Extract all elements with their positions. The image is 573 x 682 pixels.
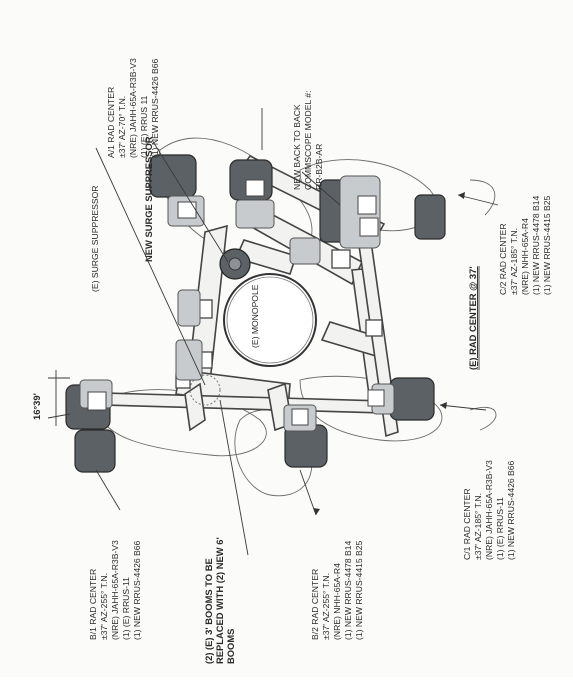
svg-text:(1) NEW RRUS-4426 B66: (1) NEW RRUS-4426 B66 xyxy=(132,540,142,640)
note-sector-b2: B/2 RAD CENTER ±37' AZ-255° T.N. (NRE) N… xyxy=(310,540,364,640)
leader-lines xyxy=(95,108,499,556)
sector-c1-antennas xyxy=(367,377,435,421)
svg-text:C/2 RAD CENTER: C/2 RAD CENTER xyxy=(498,223,508,295)
note-sector-a1: A/1 RAD CENTER ±37' AZ-70° T.N. (NRE) JA… xyxy=(106,58,160,158)
svg-text:(1) NEW RRUS-4415 B25: (1) NEW RRUS-4415 B25 xyxy=(354,540,364,640)
svg-text:REPLACED WITH (2) NEW 6': REPLACED WITH (2) NEW 6' xyxy=(214,537,225,664)
monopole-label: (E) MONOPOLE xyxy=(250,284,260,348)
antenna-a1-1 xyxy=(149,154,197,198)
svg-text:COMMSCOPE MODEL #:: COMMSCOPE MODEL #: xyxy=(303,91,313,190)
svg-text:C/1 RAD CENTER: C/1 RAD CENTER xyxy=(462,488,472,560)
svg-text:(NRE) JAHH-65A-R3B-V3: (NRE) JAHH-65A-R3B-V3 xyxy=(110,540,120,640)
surge-suppressors xyxy=(189,248,251,406)
sector-c2-antennas xyxy=(289,175,446,265)
svg-text:(1) NEW RRUS-4415 B25: (1) NEW RRUS-4415 B25 xyxy=(542,195,552,295)
rad-center-label: (E) RAD CENTER @ 37' xyxy=(467,266,478,370)
svg-text:BOOMS: BOOMS xyxy=(225,629,236,664)
note-new-surge: NEW SURGE SUPPRESSOR xyxy=(143,136,154,262)
svg-text:(NRE) NHH-65A-R4: (NRE) NHH-65A-R4 xyxy=(520,218,530,295)
svg-text:(NRE) JAHH-65A-R3B-V3: (NRE) JAHH-65A-R3B-V3 xyxy=(484,460,494,560)
svg-text:A/1 RAD CENTER: A/1 RAD CENTER xyxy=(106,87,116,158)
svg-text:(NRE) NHH-65A-R4: (NRE) NHH-65A-R4 xyxy=(332,563,342,640)
annotations: A/1 RAD CENTER ±37' AZ-70° T.N. (NRE) JA… xyxy=(88,58,552,664)
antenna-c1-1 xyxy=(389,377,435,421)
sector-b2-antennas xyxy=(175,289,328,468)
note-back-to-back: NEW BACK TO BACK COMMSCOPE MODEL #: RR-B… xyxy=(292,91,324,190)
svg-text:B/2 RAD CENTER: B/2 RAD CENTER xyxy=(310,569,320,640)
svg-text:(NRE) JAHH-65A-R3B-V3: (NRE) JAHH-65A-R3B-V3 xyxy=(128,58,138,158)
svg-text:RR-B2B-AR: RR-B2B-AR xyxy=(314,144,324,190)
svg-text:(1) (E) RRUS-11: (1) (E) RRUS-11 xyxy=(121,577,131,640)
svg-text:(1) NEW RRUS-4478 B14: (1) NEW RRUS-4478 B14 xyxy=(343,540,353,640)
note-booms-replacement: (2) (E) 3' BOOMS TO BE REPLACED WITH (2)… xyxy=(203,537,236,664)
svg-text:±37' AZ-70° T.N.: ±37' AZ-70° T.N. xyxy=(117,96,127,158)
svg-text:±37' AZ-185° T.N.: ±37' AZ-185° T.N. xyxy=(509,228,519,295)
svg-text:±37' AZ-255° T.N.: ±37' AZ-255° T.N. xyxy=(99,573,109,640)
svg-text:NEW BACK TO BACK: NEW BACK TO BACK xyxy=(292,104,302,190)
angle-dimension: 16°39' xyxy=(31,370,71,426)
svg-text:(2) (E) 3' BOOMS TO BE: (2) (E) 3' BOOMS TO BE xyxy=(203,558,214,664)
svg-text:(1) (E) RRUS-11: (1) (E) RRUS-11 xyxy=(495,497,505,560)
sector-a1-antennas xyxy=(149,154,275,229)
antenna-c2-2 xyxy=(414,194,446,240)
angle-label: 16°39' xyxy=(31,393,42,420)
svg-text:(1) NEW RRUS-4426 B66: (1) NEW RRUS-4426 B66 xyxy=(506,460,516,560)
monopole: (E) MONOPOLE xyxy=(223,273,317,367)
note-existing-surge: (E) SURGE SUPPRESSOR xyxy=(90,186,100,293)
svg-text:(1) (E) RRUS 11: (1) (E) RRUS 11 xyxy=(139,95,149,158)
sector-b1-antennas xyxy=(65,379,116,473)
existing-surge-suppressor xyxy=(189,374,221,406)
svg-text:±37' AZ-255° T.N.: ±37' AZ-255° T.N. xyxy=(321,573,331,640)
svg-text:B/1 RAD CENTER: B/1 RAD CENTER xyxy=(88,569,98,640)
svg-text:±37' AZ-185° T.N.: ±37' AZ-185° T.N. xyxy=(473,493,483,560)
note-sector-c1: C/1 RAD CENTER ±37' AZ-185° T.N. (NRE) J… xyxy=(462,460,516,560)
svg-text:(1) NEW RRUS-4426 B66: (1) NEW RRUS-4426 B66 xyxy=(150,58,160,158)
antenna-b1-2 xyxy=(74,429,116,473)
note-sector-b1: B/1 RAD CENTER ±37' AZ-255° T.N. (NRE) J… xyxy=(88,540,142,640)
note-sector-c2: C/2 RAD CENTER ±37' AZ-185° T.N. (NRE) N… xyxy=(498,195,552,295)
svg-text:(1) NEW RRUS-4478 B14: (1) NEW RRUS-4478 B14 xyxy=(531,195,541,295)
